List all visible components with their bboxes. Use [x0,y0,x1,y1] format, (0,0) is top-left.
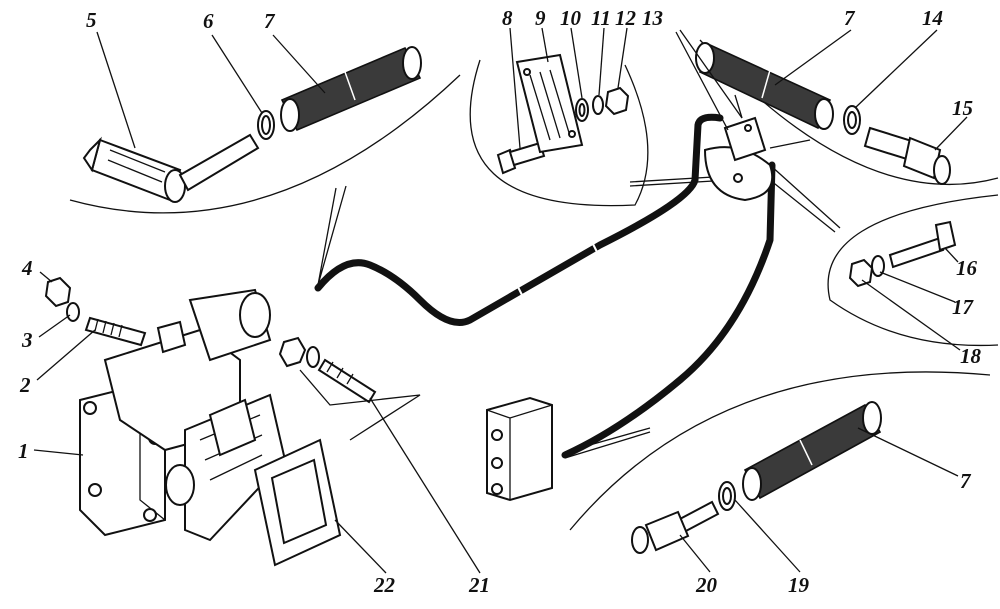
hose-mark-2 [591,241,598,253]
inset-arc-bottom-right [569,371,991,531]
callout-9: 9 [535,6,546,30]
part-18-nut [848,258,874,288]
part-19-clamp [718,481,736,511]
part-7-hose-sleeve-c [742,401,882,501]
callout-8: 8 [502,6,513,30]
part-17-washer [871,255,885,277]
part-7-hose-sleeve-b [695,42,834,130]
callout-12: 12 [615,6,637,30]
hose-mark-1 [516,284,523,296]
part-5-tube-fitting [82,133,260,203]
leader-inset-tr [734,94,811,149]
part-20-union-fitting [631,500,720,554]
part-12-nut [604,86,630,116]
callout-6: 6 [203,9,214,33]
callout-11: 11 [591,6,611,30]
hose-lower [561,161,776,459]
part-16-bolt [888,220,957,269]
callout-18: 18 [960,344,982,368]
callout-7-top-right: 7 [844,6,856,30]
callout-19: 19 [788,573,810,597]
callout-7-bottom-right: 7 [960,469,972,493]
part-14-clamp [843,105,861,135]
part-1-pump-body [79,288,287,542]
part-13-tee-fitting [703,116,774,202]
callout-20: 20 [695,573,718,597]
callout-22: 22 [373,573,396,597]
part-6-clamp [257,110,275,140]
part-22-gasket [253,438,342,567]
callout-10: 10 [560,6,582,30]
part-3-washer [66,302,80,322]
callout-21: 21 [468,573,490,597]
part-9-bracket [515,53,584,154]
inset-arc-top-left [69,74,461,214]
hose-upper [314,113,724,326]
part-10-washer [575,98,589,122]
part-21-stud-set [278,336,421,441]
part-7-hose-sleeve-a [280,46,422,132]
part-2-stud [84,316,147,347]
part-11-spring-washer [592,95,604,115]
distribution-block [486,396,553,502]
inset-arc-right [827,194,999,347]
callout-16: 16 [956,256,978,280]
callout-2: 2 [19,373,31,397]
callout-4: 4 [21,256,33,280]
part-8-bolt [496,141,546,175]
hose-lines [314,113,776,459]
part-4-nut [44,276,72,308]
leader-inset-tl [317,185,347,286]
callout-17: 17 [952,295,975,319]
callout-labels: 5 6 7 8 9 10 11 12 13 7 14 15 16 17 18 7… [18,6,982,597]
callout-3: 3 [21,328,33,352]
callout-14: 14 [922,6,943,30]
callout-7-top-left: 7 [264,9,276,33]
part-15-union-fitting [863,126,951,185]
callout-15: 15 [952,96,973,120]
callout-leaders [33,27,968,574]
callout-5: 5 [86,8,97,32]
callout-1: 1 [18,439,29,463]
callout-13: 13 [642,6,663,30]
inset-arc-top-center [469,59,649,207]
